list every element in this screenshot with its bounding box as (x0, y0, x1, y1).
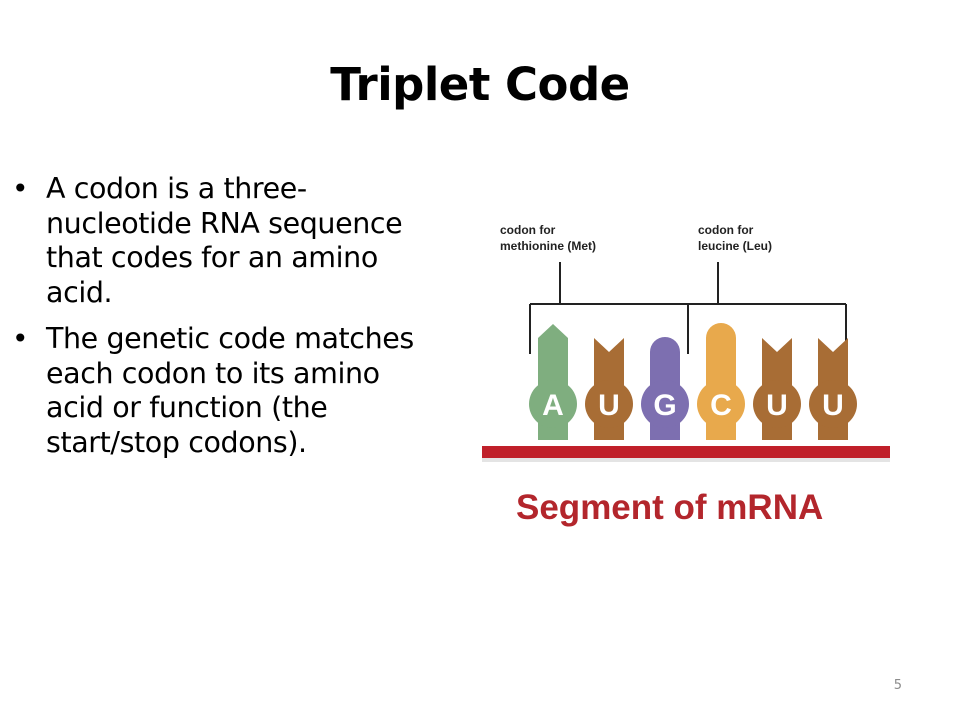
bullet-dot-icon: • (12, 172, 29, 205)
nucleotide-base-circle (641, 380, 689, 428)
bullet-text: A codon is a three-nucleotide RNA sequen… (46, 172, 403, 309)
slide-title: Triplet Code (330, 58, 630, 111)
nucleotide-letter: U (598, 389, 620, 422)
mrna-backbone-shadow (482, 458, 890, 462)
nucleotide-letter: U (822, 389, 844, 422)
nucleotide-c-4: C (697, 323, 745, 440)
nucleotide-a-1: A (529, 324, 577, 440)
codon-label-met-line1: codon for (500, 223, 556, 237)
codon-label-leu-line1: codon for (698, 223, 754, 237)
nucleotide-base-circle (809, 380, 857, 428)
nucleotide-letter: A (542, 389, 564, 422)
bullet-list: • A codon is a three-nucleotide RNA sequ… (12, 172, 422, 472)
nucleotide-base-circle (697, 380, 745, 428)
nucleotide-letter: C (710, 389, 732, 422)
nucleotide-base-circle (585, 380, 633, 428)
codon-bracket-met (529, 262, 689, 354)
nucleotide-letter: U (766, 389, 788, 422)
mrna-diagram: codon for methionine (Met) codon for leu… (478, 212, 898, 542)
mrna-caption: Segment of mRNA (516, 488, 823, 527)
mrna-backbone (482, 446, 890, 458)
codon-label-leu-line2: leucine (Leu) (698, 239, 772, 253)
nucleotide-base-circle (753, 380, 801, 428)
nucleotide-letter: G (653, 389, 676, 422)
nucleotide-u-6: U (809, 338, 857, 440)
bullet-text: The genetic code matches each codon to i… (46, 322, 414, 459)
bullet-item: • The genetic code matches each codon to… (12, 322, 422, 460)
page-number: 5 (893, 678, 902, 693)
nucleotide-g-3: G (641, 337, 689, 440)
nucleotide-base-circle (529, 380, 577, 428)
bullet-item: • A codon is a three-nucleotide RNA sequ… (12, 172, 422, 310)
bullet-dot-icon: • (12, 322, 29, 355)
nucleotide-u-5: U (753, 338, 801, 440)
codon-label-met-line2: methionine (Met) (500, 239, 596, 253)
nucleotide-u-2: U (585, 338, 633, 440)
